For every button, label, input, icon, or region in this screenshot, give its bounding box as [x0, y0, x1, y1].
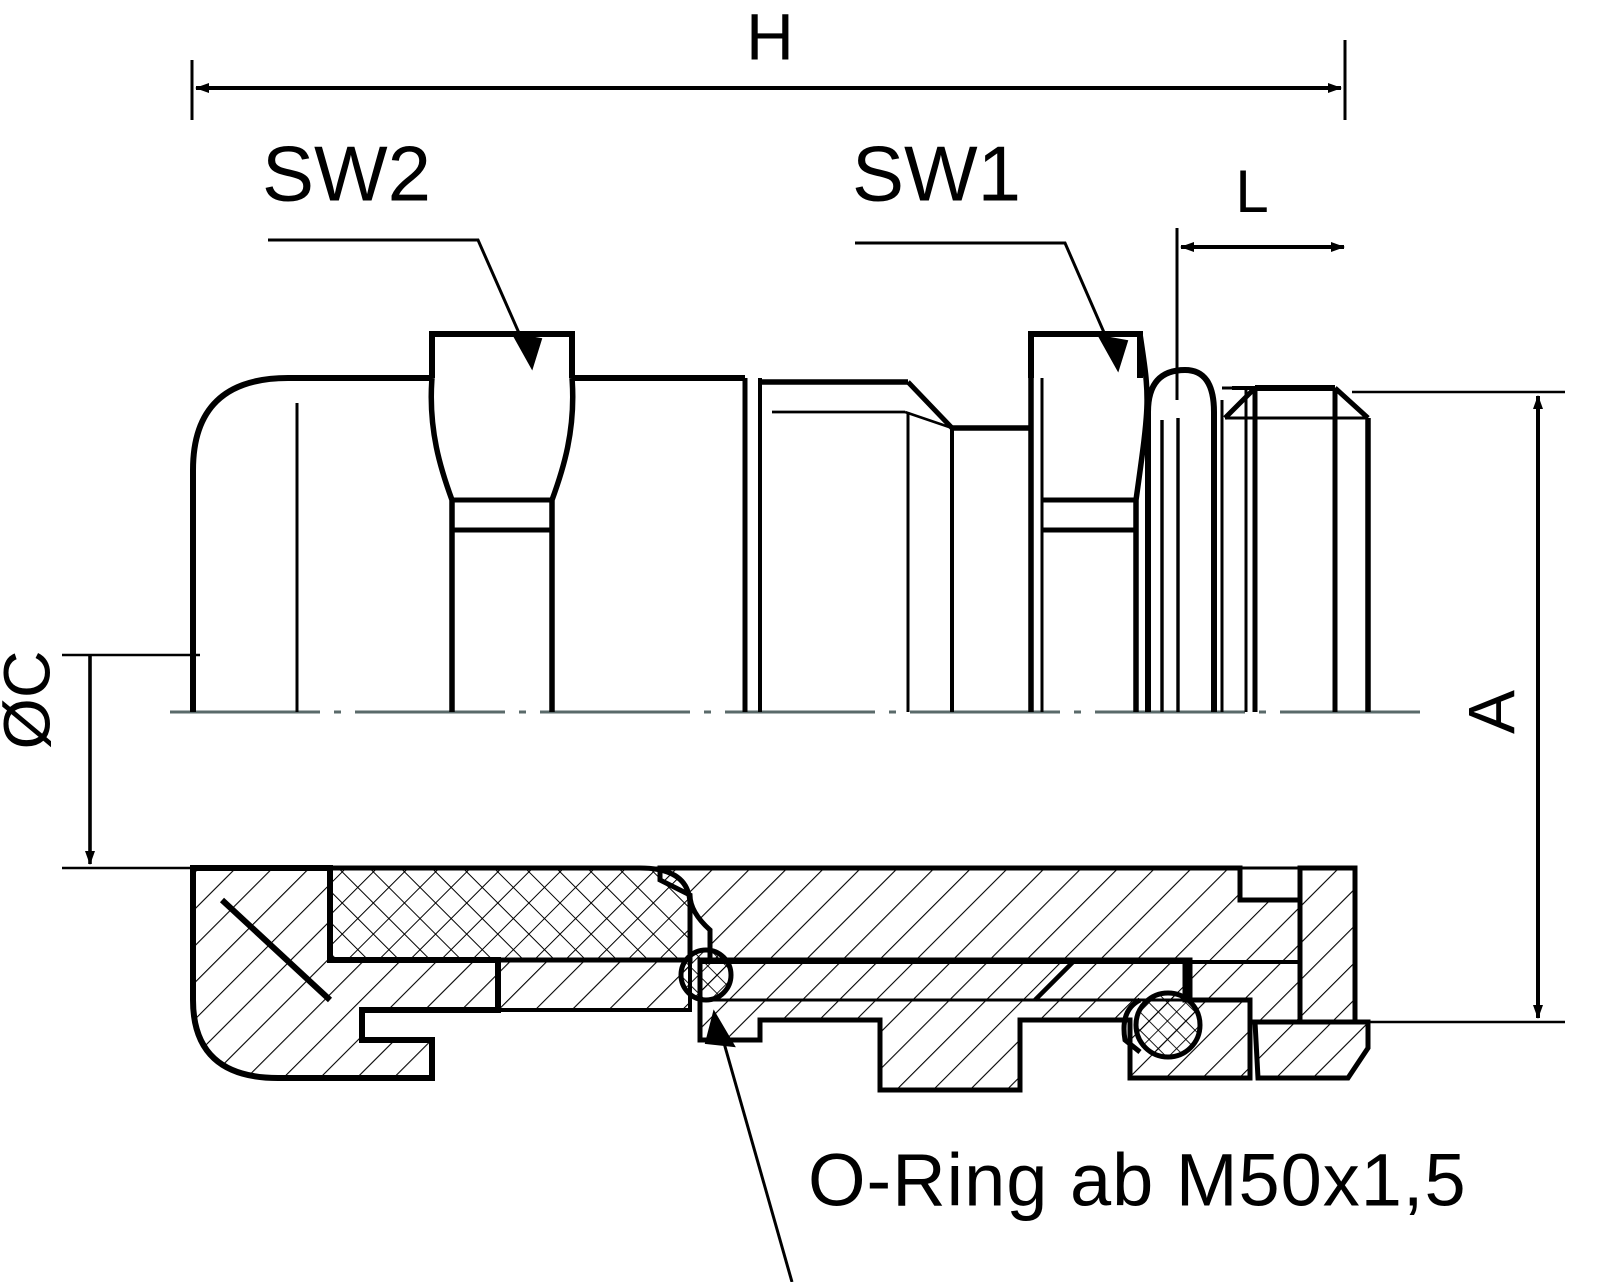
thread-chamfer-inner: [904, 410, 953, 430]
sw2-hex-top: [429, 331, 575, 378]
endcap-section: [1252, 1019, 1371, 1081]
sw1-hex-top: [1028, 331, 1143, 378]
clamp-ring-section: [496, 958, 692, 1012]
dimension-label-A: A: [1454, 690, 1528, 734]
cap-section-body: [190, 865, 501, 1081]
dimension-label-OC: ØC: [0, 651, 63, 750]
section-view: [190, 865, 1371, 1093]
dimension-A: A: [1352, 390, 1565, 1024]
sw1-leader-arrow: [1097, 334, 1129, 373]
oring-leader-arrow: [704, 1009, 736, 1048]
thread-chamfer: [906, 380, 954, 430]
callout-sw2: SW2: [262, 130, 543, 371]
gland-body-section-lower: [697, 957, 1253, 1093]
o-ring-outer: [1121, 990, 1203, 1060]
upper-outline: [190, 331, 1371, 712]
boss-round-profile: [1145, 366, 1217, 712]
sw2-leader-arrow: [511, 332, 543, 371]
bore-chamfer: [1033, 958, 1077, 1002]
callout-sw1: SW1: [852, 130, 1129, 373]
callout-label-sw1: SW1: [852, 130, 1021, 218]
o-ring-inner-body: [678, 947, 734, 1003]
o-ring-inner: [678, 947, 734, 1003]
o-ring-outer-groove: [1121, 997, 1142, 1054]
dimension-OC: ØC: [0, 651, 215, 870]
sw2-leader-line: [268, 238, 532, 359]
oring-leader-line: [720, 1035, 794, 1282]
dimension-label-H: H: [746, 0, 794, 73]
sw2-hex-left-flank: [428, 377, 455, 712]
callout-label-oring: O-Ring ab M50x1,5: [808, 1139, 1467, 1222]
callout-label-sw2: SW2: [262, 130, 431, 218]
dimension-label-L: L: [1235, 158, 1268, 225]
callout-oring: O-Ring ab M50x1,5: [704, 1009, 1467, 1282]
cap-inner-chamfer: [219, 897, 333, 1003]
dimension-L: L: [1175, 158, 1345, 400]
endcap-chamfer-left: [1223, 386, 1257, 420]
o-ring-outer-body: [1133, 990, 1203, 1060]
endcap-chamfer-right: [1333, 386, 1370, 420]
dimension-H: H: [190, 0, 1347, 120]
sw2-hex-right-flank: [549, 377, 576, 712]
seal-insert-section: [327, 865, 693, 963]
cap-outer-profile: [190, 375, 432, 712]
sw1-leader-line: [855, 241, 1118, 361]
